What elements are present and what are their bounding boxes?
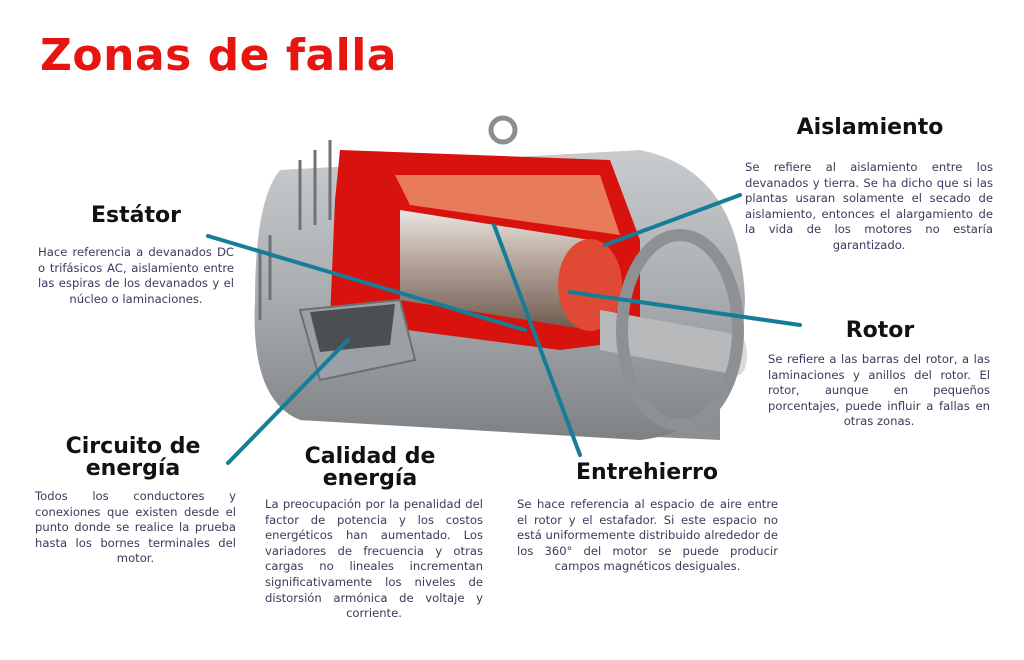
circuito-heading: Circuito de energía (65, 434, 201, 481)
circuito-text: Todos los conductores y conexiones que e… (35, 489, 236, 566)
rotor (400, 210, 590, 330)
estator-callout-line (206, 234, 527, 332)
entrehierro-heading: Entrehierro (576, 460, 718, 485)
circuito-callout-line (226, 338, 350, 465)
shaft (600, 310, 740, 375)
page-title: Zonas de falla (40, 30, 398, 81)
lifting-eye (488, 115, 518, 145)
rotor-text: Se refiere a las barras del rotor, a las… (768, 352, 990, 429)
entrehierro-text: Se hace referencia al espacio de aire en… (517, 497, 778, 574)
estator-heading: Estátor (91, 203, 181, 228)
aislamiento-callout-line (603, 193, 742, 247)
aislamiento-text: Se refiere al aislamiento entre los deva… (745, 160, 993, 252)
calidad-heading: Calidad de energía (304, 444, 436, 491)
entrehierro-callout-line (492, 223, 582, 457)
rotor-heading: Rotor (845, 318, 915, 343)
aislamiento-heading: Aislamiento (796, 115, 944, 140)
rotor-callout-line (568, 290, 802, 327)
estator-text: Hace referencia a devanados DC o trifási… (38, 245, 234, 306)
calidad-text: La preocupación por la penalidad del fac… (265, 497, 483, 621)
